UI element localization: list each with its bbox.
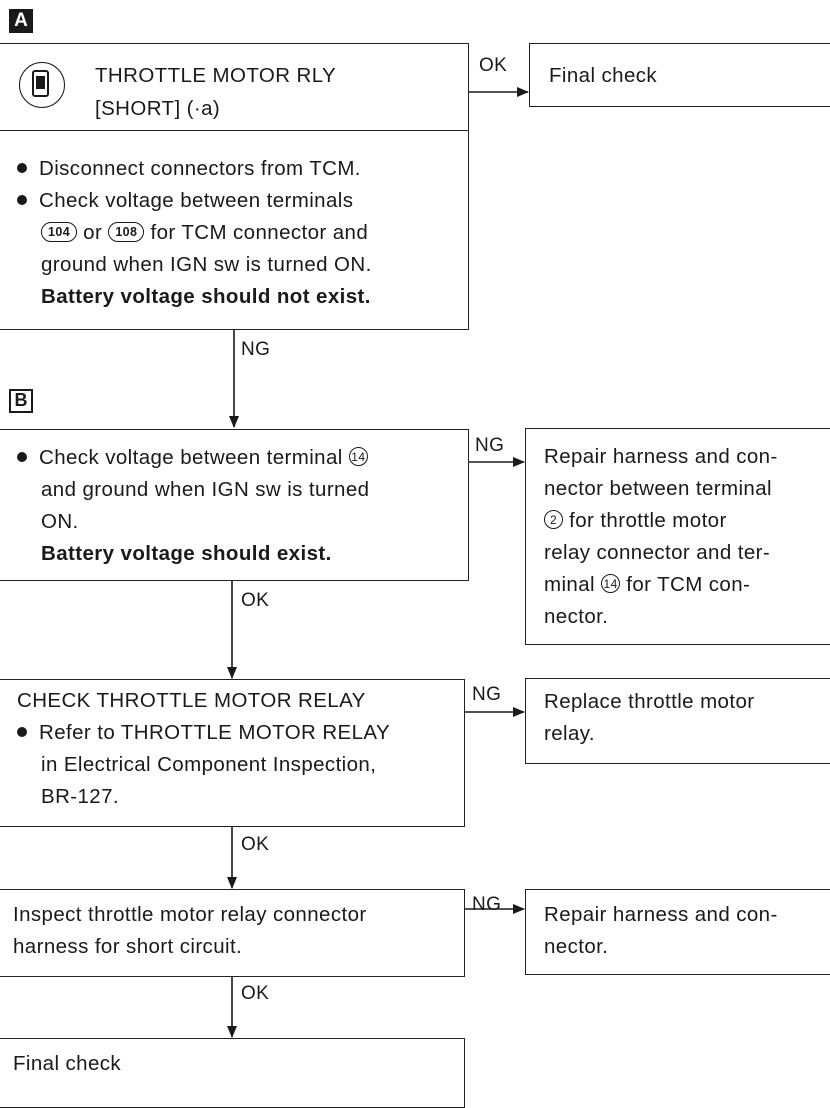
box3-line1-text: Refer to THROTTLE MOTOR RELAY — [39, 721, 391, 744]
repair1-line3: 2 for throttle motor — [544, 505, 727, 537]
bullet-icon — [17, 194, 27, 205]
bullet-icon — [17, 451, 27, 462]
repair1-line6: nector. — [544, 605, 609, 628]
box3-line3: BR-127. — [41, 785, 120, 808]
label-ng-3: NG — [472, 684, 502, 705]
final-check-bottom-box: Final check — [0, 1038, 465, 1108]
box2-line2: and ground when IGN sw is turned — [41, 478, 370, 501]
repair1-line5-head: minal — [544, 573, 595, 596]
terminal-14-badge: 14 — [348, 447, 368, 467]
repair-harness-box-2: Repair harness and con- nector. — [525, 889, 830, 975]
box1-bullet1-text: Disconnect connectors from TCM. — [39, 157, 361, 180]
repair1-line1: Repair harness and con- — [544, 445, 778, 468]
box1-or-text: or — [83, 221, 103, 244]
check-throttle-motor-relay-box: CHECK THROTTLE MOTOR RELAY Refer to THRO… — [0, 679, 465, 827]
box3-line1: Refer to THROTTLE MOTOR RELAY — [17, 717, 390, 749]
box3-line2: in Electrical Component Inspection, — [41, 753, 377, 776]
section-tag-a: A — [9, 9, 33, 33]
label-ok-3: OK — [241, 834, 270, 855]
terminal-14-badge: 14 — [601, 574, 621, 594]
box1-bullet2-line1: Check voltage between terminals — [39, 189, 354, 212]
inspect-harness-box: Inspect throttle motor relay connector h… — [0, 889, 465, 977]
box1-bullet2-line3: ground when IGN sw is turned ON. — [41, 253, 372, 276]
replace-line2: relay. — [544, 722, 596, 745]
final-check-top-text: Final check — [549, 64, 658, 87]
consult-tester-icon — [19, 62, 65, 108]
repair2-line2: nector. — [544, 935, 609, 958]
box1-subtitle: [SHORT] (·a) — [95, 97, 221, 120]
final-check-top-box: Final check — [529, 43, 830, 107]
final-check-bottom-text: Final check — [13, 1052, 122, 1075]
box2-result: Battery voltage should exist. — [41, 542, 332, 565]
box1-bullet2: Check voltage between terminals — [17, 185, 353, 217]
box1-bullet2-line2-tail: for TCM connector and — [150, 221, 369, 244]
box1-result: Battery voltage should not exist. — [41, 285, 371, 308]
box2-line1-text: Check voltage between terminal — [39, 446, 343, 469]
bullet-icon — [17, 726, 27, 737]
replace-relay-box: Replace throttle motor relay. — [525, 678, 830, 764]
terminal-108-badge: 108 — [108, 221, 145, 242]
label-ng-2: NG — [475, 435, 505, 456]
throttle-motor-rly-box: THROTTLE MOTOR RLY [SHORT] (·a) Disconne… — [0, 43, 469, 330]
box3-title: CHECK THROTTLE MOTOR RELAY — [17, 689, 366, 712]
repair1-line5: minal 14 for TCM con- — [544, 569, 750, 601]
check-voltage-terminal-14-box: Check voltage between terminal 14 and gr… — [0, 429, 469, 581]
repair2-line1: Repair harness and con- — [544, 903, 778, 926]
box1-bullet1: Disconnect connectors from TCM. — [17, 153, 361, 185]
bullet-icon — [17, 162, 27, 173]
box1-title: THROTTLE MOTOR RLY — [95, 64, 337, 87]
repair1-line5-tail: for TCM con- — [626, 573, 751, 596]
box1-divider — [0, 130, 468, 131]
replace-line1: Replace throttle motor — [544, 690, 755, 713]
box2-line1: Check voltage between terminal 14 — [17, 442, 368, 474]
box2-line3: ON. — [41, 510, 79, 533]
label-ng-4: NG — [472, 894, 502, 915]
terminal-104-badge: 104 — [41, 221, 78, 242]
label-ng-1: NG — [241, 339, 271, 360]
box4-line2: harness for short circuit. — [13, 935, 243, 958]
label-ok-2: OK — [241, 590, 270, 611]
repair-harness-box-1: Repair harness and con- nector between t… — [525, 428, 830, 645]
repair1-line3-tail: for throttle motor — [569, 509, 727, 532]
section-tag-b: B — [9, 389, 33, 413]
label-ok-1: OK — [479, 55, 508, 76]
box4-line1: Inspect throttle motor relay connector — [13, 903, 367, 926]
terminal-2-badge: 2 — [544, 510, 563, 530]
box1-bullet2-line2: 104 or 108 for TCM connector and — [41, 217, 368, 249]
label-ok-4: OK — [241, 983, 270, 1004]
repair1-line4: relay connector and ter- — [544, 541, 771, 564]
repair1-line2: nector between terminal — [544, 477, 772, 500]
